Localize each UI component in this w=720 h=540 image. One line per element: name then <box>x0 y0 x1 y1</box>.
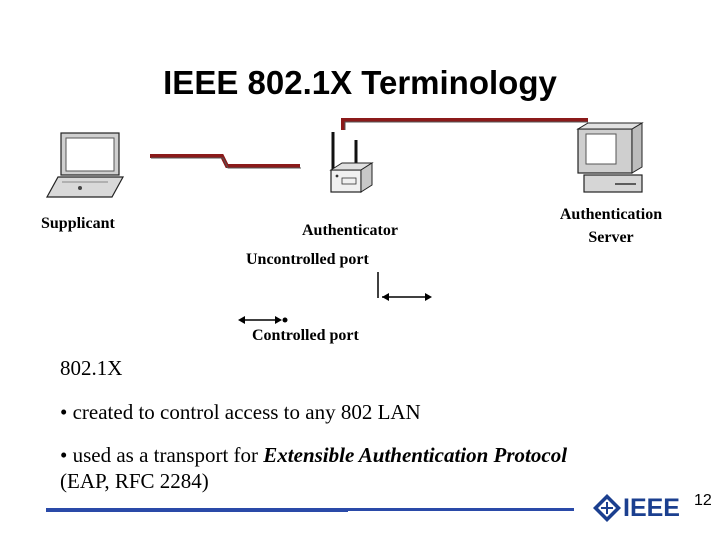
access-point-icon <box>329 132 374 193</box>
authentication-server-label: Authentication Server <box>546 203 676 249</box>
ieee-logo-text: IEEE <box>623 494 680 522</box>
server-label-line2: Server <box>588 229 634 246</box>
ieee-logo-emblem <box>593 494 621 522</box>
bullet-2: • used as a transport for Extensible Aut… <box>60 443 567 468</box>
supplicant-link <box>150 154 301 169</box>
laptop-icon <box>45 132 125 198</box>
slide-title: IEEE 802.1X Terminology <box>163 64 557 101</box>
authenticator-label: Authenticator <box>302 222 398 239</box>
server-link <box>341 118 588 130</box>
bullet-2-continuation: (EAP, RFC 2284) <box>60 469 209 493</box>
port-arrows <box>238 272 432 324</box>
server-label-line1: Authentication <box>559 206 663 223</box>
uncontrolled-port-label: Uncontrolled port <box>246 251 369 268</box>
footer-rule-left <box>46 508 348 512</box>
footer-rule-right <box>348 508 574 511</box>
supplicant-label: Supplicant <box>41 215 115 232</box>
bullet-2-prefix: • used as a transport for <box>60 443 264 467</box>
page-number: 12 <box>694 492 712 509</box>
controlled-port-label: Controlled port <box>252 327 359 344</box>
bullet-2-emphasis: Extensible Authentication Protocol <box>263 443 568 467</box>
bullet-1: • created to control access to any 802 L… <box>60 400 421 424</box>
server-computer-icon <box>576 122 644 193</box>
body-heading: 802.1X <box>60 356 123 380</box>
